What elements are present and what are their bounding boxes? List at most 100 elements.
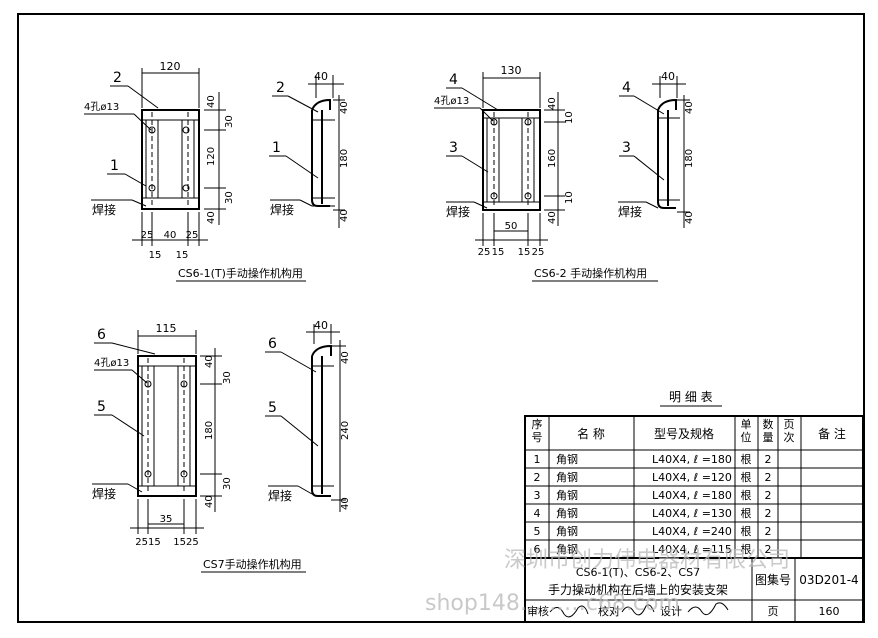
side-vdim-3: 40 <box>684 211 695 224</box>
side-vdim-1: 40 <box>340 351 351 364</box>
table-cell: 角钢 <box>556 525 578 538</box>
page-label: 页 <box>768 605 779 618</box>
table-cell: 根 <box>741 470 752 484</box>
front-width-dim: 120 <box>160 60 181 73</box>
table-cell: 根 <box>741 506 752 520</box>
side-label-1: 1 <box>272 140 281 156</box>
bottom-dim-2: 40 <box>164 230 177 241</box>
side-label-2: 2 <box>276 80 285 96</box>
header-unit: 单位 <box>741 418 752 444</box>
table-cell: 2 <box>765 507 772 520</box>
table-cell: L40X4, ℓ =180 <box>652 489 732 502</box>
table-cell: 5 <box>534 525 541 538</box>
vdim-2: 30 <box>222 371 233 384</box>
hole-note: 4孔ø13 <box>94 357 129 369</box>
review-label: 审核 <box>527 604 549 618</box>
vdim-4: 10 <box>564 191 575 204</box>
header-remark: 备 注 <box>818 426 846 441</box>
side-label-4: 4 <box>622 80 631 96</box>
side-view-cs7: 40 40 240 40 6 5 焊接 <box>265 319 351 512</box>
front-width-dim: 130 <box>501 64 522 77</box>
table-cell: 2 <box>765 453 772 466</box>
bottom-dim-1: 25 <box>141 230 154 241</box>
side-vdim-1: 40 <box>684 101 695 114</box>
vdim-3: 160 <box>547 149 558 168</box>
side-vdim-1: 40 <box>339 101 350 114</box>
side-vdim-3: 40 <box>340 497 351 510</box>
watermark-shop: shop148………c68.com <box>425 591 680 616</box>
table-cell: 3 <box>534 489 541 502</box>
part-label-1: 1 <box>110 158 119 174</box>
side-width-dim: 40 <box>314 319 328 332</box>
table-cell: 4 <box>534 507 541 520</box>
side-weld: 焊接 <box>618 204 642 219</box>
part-label-5: 5 <box>97 399 106 415</box>
side-vdim-2: 240 <box>340 421 351 440</box>
part-label-2: 2 <box>113 70 122 86</box>
vdim-4: 30 <box>224 191 235 204</box>
side-label-3: 3 <box>622 140 631 156</box>
side-view-cs6-1t: 40 40 180 40 2 1 焊接 <box>269 70 350 228</box>
vdim-1: 40 <box>206 95 217 108</box>
bottom-dim-3: 25 <box>186 230 199 241</box>
caption-cs6-1t: CS6-1(T)手动操作机构用 <box>178 266 303 280</box>
title-line-1: CS6-1(T)、CS6-2、CS7 <box>576 566 700 579</box>
table-title: 明 细 表 <box>669 390 713 404</box>
table-cell: 1 <box>534 453 541 466</box>
table-cell: 根 <box>741 452 752 466</box>
vdim-5: 40 <box>206 211 217 224</box>
table-cell: L40X4, ℓ =240 <box>652 525 732 538</box>
design-label: 设计 <box>660 605 682 618</box>
atlas-label: 图集号 <box>755 572 791 587</box>
side-width-dim: 40 <box>314 70 328 83</box>
table-cell: L40X4, ℓ =120 <box>652 471 732 484</box>
bottom-dim-5: 15 <box>176 250 189 261</box>
bottom-dim-2: 2515 <box>135 537 160 548</box>
vdim-2: 30 <box>224 115 235 128</box>
side-label-6: 6 <box>268 336 277 352</box>
side-width-dim: 40 <box>661 70 675 83</box>
table-cell: 根 <box>741 488 752 502</box>
table-cell: 2 <box>765 543 772 556</box>
design-signature <box>687 602 729 616</box>
bottom-dim-3: 1525 <box>173 537 198 548</box>
vdim-3: 120 <box>206 147 217 166</box>
table-cell: 角钢 <box>556 507 578 520</box>
bottom-dim-4: 15 <box>149 250 162 261</box>
bottom-dim-1: 50 <box>505 221 518 232</box>
hole-note: 4孔ø13 <box>84 101 119 113</box>
side-label-5: 5 <box>268 400 277 416</box>
part-label-4: 4 <box>449 72 458 88</box>
vdim-3: 180 <box>204 421 215 440</box>
watermark-company: 深圳市创力伟电器材有限公司 <box>504 548 790 573</box>
side-vdim-2: 180 <box>339 149 350 168</box>
table-cell: 角钢 <box>556 471 578 484</box>
vdim-4: 30 <box>222 477 233 490</box>
table-cell: 根 <box>741 524 752 538</box>
table-cell: 根 <box>741 542 752 556</box>
vdim-1: 40 <box>547 97 558 110</box>
vdim-5: 40 <box>204 495 215 508</box>
front-view-cs7: 115 40 30 180 30 40 35 2515 1525 6 4孔ø13 <box>92 322 233 548</box>
weld-label: 焊接 <box>92 486 116 501</box>
title-block: CS6-1(T)、CS6-2、CS7 手力操动机构在后墙上的安装支架 图集号 0… <box>524 557 864 623</box>
hole-note: 4孔ø13 <box>434 95 469 107</box>
atlas-number: 03D201-4 <box>799 573 858 587</box>
header-spec: 型号及规格 <box>654 426 714 441</box>
table-cell: 2 <box>765 471 772 484</box>
table-cell: 6 <box>534 543 541 556</box>
detail-cs6-1t: 120 40 30 120 30 40 25 40 25 15 15 2 <box>84 60 350 282</box>
front-view-cs6-1t: 120 40 30 120 30 40 25 40 25 15 15 2 <box>84 60 235 261</box>
caption-cs6-2: CS6-2 手动操作机构用 <box>534 266 647 280</box>
review-signature <box>549 605 589 618</box>
header-qty: 数量 <box>763 418 774 444</box>
table-cell: L40X4, ℓ =130 <box>652 507 732 520</box>
vdim-1: 40 <box>204 355 215 368</box>
table-cell: 角钢 <box>556 489 578 502</box>
table-cell: 角钢 <box>556 453 578 466</box>
detail-cs6-2: 130 40 10 160 10 40 50 25 15 15 25 4 <box>434 64 695 282</box>
bottom-dim-1: 35 <box>160 514 173 525</box>
